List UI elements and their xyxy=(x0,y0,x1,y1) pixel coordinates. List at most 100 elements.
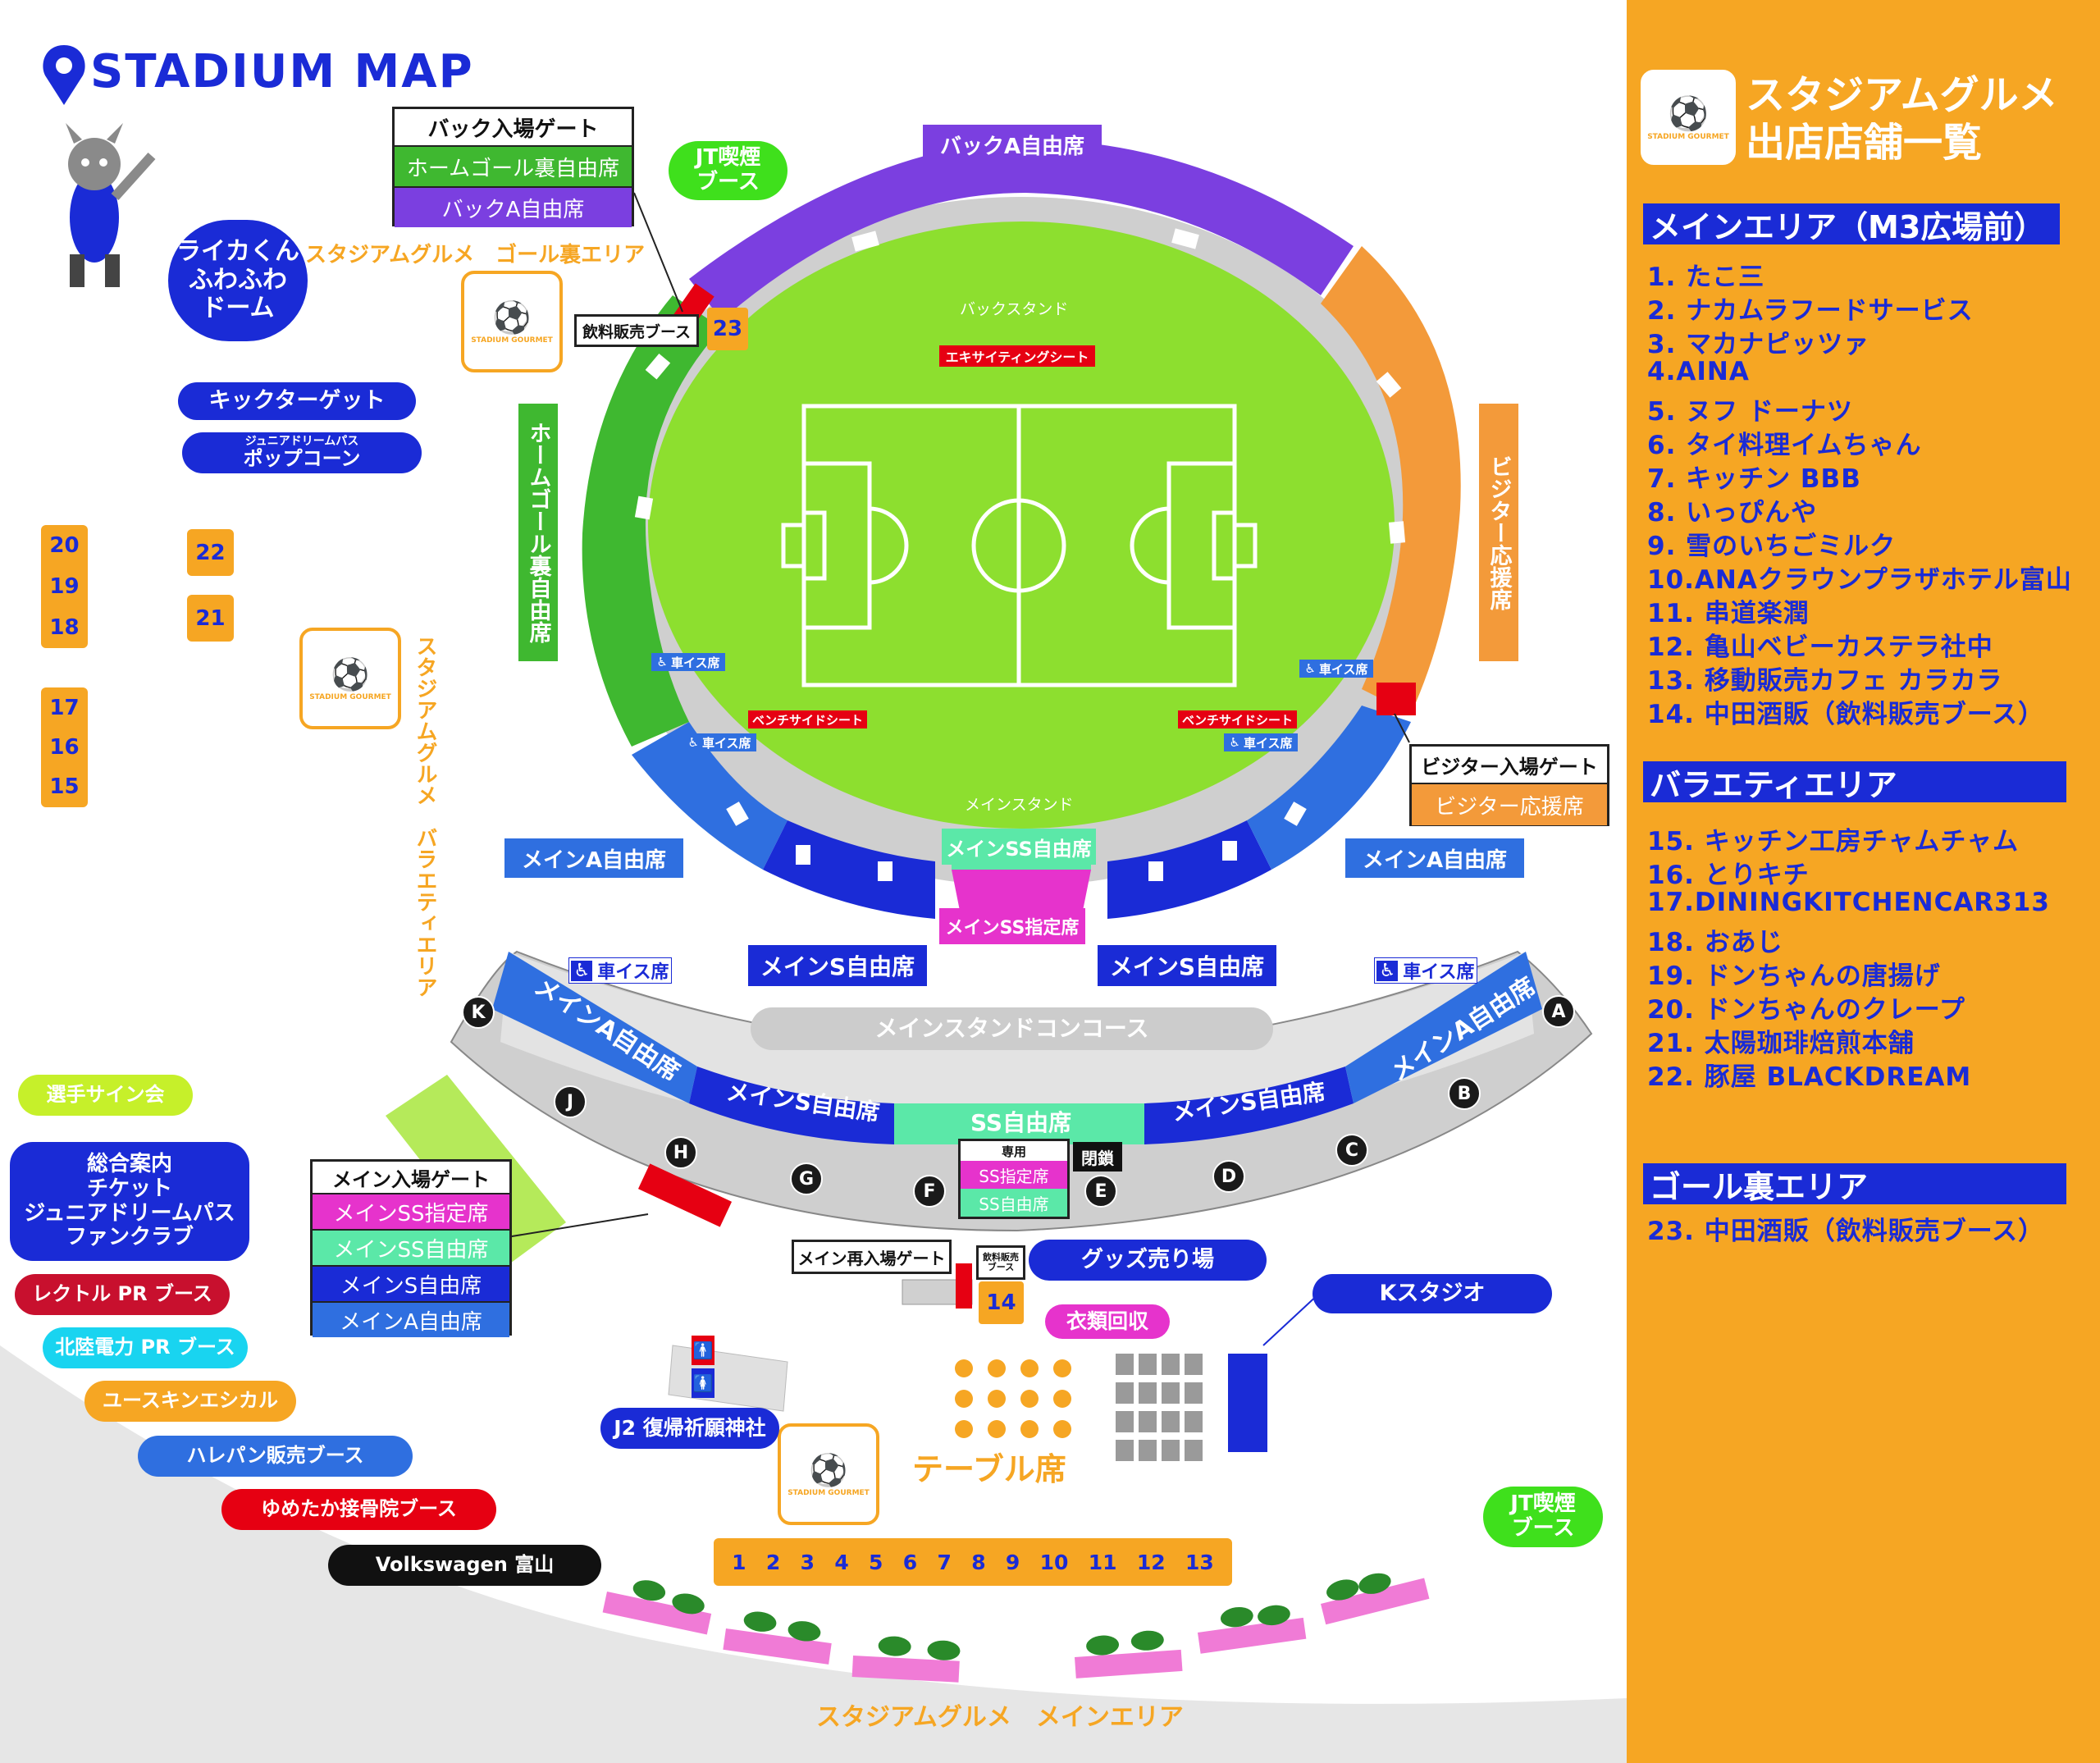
shop-item[interactable]: 10.ANAクラウンプラザホテル富山 xyxy=(1647,565,2072,595)
k-studio-stage xyxy=(1228,1354,1267,1452)
k-studio-label[interactable]: Kスタジオ xyxy=(1312,1274,1552,1313)
stall-6[interactable]: 6 xyxy=(902,1550,918,1574)
gate-d[interactable]: D xyxy=(1212,1160,1245,1193)
shop-item[interactable]: 19. ドンちゃんの唐揚げ xyxy=(1647,961,1941,991)
wheelchair-label: 車イス席 xyxy=(670,655,720,670)
clothes-collection-label[interactable]: 衣類回収 xyxy=(1045,1304,1170,1339)
player-signing-label[interactable]: 選手サイン会 xyxy=(18,1075,193,1116)
shop-item[interactable]: 13. 移動販売カフェ カラカラ xyxy=(1647,666,2003,696)
stall-15[interactable]: 15 xyxy=(41,766,88,807)
wheelchair-label: 車イス席 xyxy=(1403,962,1475,983)
gate-g[interactable]: G xyxy=(790,1162,823,1195)
shop-item[interactable]: 6. タイ料理イムちゃん xyxy=(1647,431,1922,460)
gate-b[interactable]: B xyxy=(1448,1077,1481,1110)
shop-item[interactable]: 11. 串道楽潤 xyxy=(1647,599,1810,628)
rectol-pr-label[interactable]: レクトル PR ブース xyxy=(15,1274,230,1315)
gate-h[interactable]: H xyxy=(664,1136,697,1169)
main-gate-title: メイン入場ゲート xyxy=(332,1167,490,1191)
info-ticket-label[interactable]: 総合案内 チケット ジュニアドリームパス ファンクラブ xyxy=(10,1142,249,1261)
back-gate-title: バック入場ゲート xyxy=(427,116,599,142)
gate-e[interactable]: E xyxy=(1084,1175,1117,1208)
yuskin-label[interactable]: ユースキンエシカル xyxy=(84,1381,296,1422)
stall-18[interactable]: 18 xyxy=(41,607,88,648)
table-dots xyxy=(955,1359,1071,1438)
stall-8[interactable]: 8 xyxy=(971,1550,986,1574)
jt-smoking-top[interactable]: JT喫煙 ブース xyxy=(669,141,788,200)
closed-label: 閉鎖 xyxy=(1073,1142,1122,1172)
stall-12[interactable]: 12 xyxy=(1136,1550,1166,1574)
kick-target-label[interactable]: キックターゲット xyxy=(178,382,416,420)
shop-item[interactable]: 7. キッチン BBB xyxy=(1647,464,1861,494)
shop-item[interactable]: 9. 雪のいちごミルク xyxy=(1647,532,1897,561)
drink-booth-back[interactable]: 飲料販売ブース xyxy=(574,314,699,347)
main-area-header: メインエリア（M3広場前） xyxy=(1643,203,2060,245)
wheelchair-seat-tag[interactable]: ♿車イス席 xyxy=(682,733,756,751)
shrine-label[interactable]: J2 復帰祈願神社 xyxy=(600,1408,779,1449)
stall-10[interactable]: 10 xyxy=(1039,1550,1069,1574)
shop-item[interactable]: 1. たこ三 xyxy=(1647,263,1765,292)
gate-f[interactable]: F xyxy=(913,1175,946,1208)
popcorn-label[interactable]: ジュニアドリームパス ポップコーン xyxy=(182,432,422,473)
back-gate-back-a: バックA自由席 xyxy=(395,186,632,227)
stall-14[interactable]: 14 xyxy=(979,1281,1024,1324)
stall-1[interactable]: 1 xyxy=(732,1550,746,1574)
gate-c[interactable]: C xyxy=(1335,1134,1368,1167)
wheelchair-seat-tag[interactable]: ♿車イス席 xyxy=(651,653,725,671)
shop-item[interactable]: 5. ヌフ ドーナツ xyxy=(1647,397,1853,427)
stall-22[interactable]: 22 xyxy=(187,529,234,576)
shop-item[interactable]: 4.AINA xyxy=(1647,357,1750,386)
stall-9[interactable]: 9 xyxy=(1005,1550,1020,1574)
gate-j[interactable]: J xyxy=(554,1085,587,1118)
shop-item[interactable]: 14. 中田酒販（飲料販売ブース） xyxy=(1647,700,2045,729)
shop-item[interactable]: 12. 亀山ベビーカステラ社中 xyxy=(1647,633,1993,662)
stall-23[interactable]: 23 xyxy=(707,308,748,350)
yumetaka-label[interactable]: ゆめたか接骨院ブース xyxy=(221,1489,496,1530)
shop-item[interactable]: 15. キッチン工房チャムチャム xyxy=(1647,827,2020,856)
stall-11[interactable]: 11 xyxy=(1088,1550,1117,1574)
main-stand-label: メインスタンド xyxy=(965,796,1074,814)
mascot-dome-label[interactable]: ライカくん ふわふわ ドーム xyxy=(168,220,308,341)
harepan-label[interactable]: ハレパン販売ブース xyxy=(138,1436,413,1477)
gate-a[interactable]: A xyxy=(1542,995,1575,1028)
shop-item[interactable]: 18. おあじ xyxy=(1647,928,1783,957)
stall-20[interactable]: 20 xyxy=(41,525,88,566)
stall-21[interactable]: 21 xyxy=(187,595,234,642)
fork-knife-icon: ⚽ xyxy=(809,1451,848,1488)
shop-item[interactable]: 22. 豚屋 BLACKDREAM xyxy=(1647,1062,1972,1092)
stall-17[interactable]: 17 xyxy=(41,687,88,728)
bench-side-seat-right: ベンチサイドシート xyxy=(1178,710,1297,728)
shop-item[interactable]: 17.DININGKITCHENCAR313 xyxy=(1647,888,2050,917)
jt-smoking-bottom[interactable]: JT喫煙 ブース xyxy=(1483,1487,1603,1547)
shop-item[interactable]: 16. とりキチ xyxy=(1647,861,1810,890)
fork-knife-icon: ⚽ xyxy=(1668,94,1709,133)
stall-3[interactable]: 3 xyxy=(800,1550,815,1574)
shop-item[interactable]: 8. いっぴんや xyxy=(1647,498,1818,528)
stall-13[interactable]: 13 xyxy=(1185,1550,1214,1574)
food-truck-tables xyxy=(602,1573,1430,1683)
shop-item[interactable]: 23. 中田酒販（飲料販売ブース） xyxy=(1647,1217,2045,1246)
shop-item[interactable]: 21. 太陽珈琲焙煎本舗 xyxy=(1647,1029,1915,1058)
stall-5[interactable]: 5 xyxy=(869,1550,883,1574)
stall-19[interactable]: 19 xyxy=(41,566,88,607)
volkswagen-label[interactable]: Volkswagen 富山 xyxy=(328,1545,601,1586)
goods-shop-label[interactable]: グッズ売り場 xyxy=(1029,1240,1267,1281)
stall-7[interactable]: 7 xyxy=(937,1550,952,1574)
shop-item[interactable]: 20. ドンちゃんのクレープ xyxy=(1647,995,1965,1025)
wheelchair-seat-tag[interactable]: ♿車イス席 xyxy=(1374,957,1477,984)
popcorn-subtitle: ジュニアドリームパス xyxy=(244,435,359,449)
shop-item[interactable]: 2. ナカムラフードサービス xyxy=(1647,296,1974,326)
shop-item[interactable]: 3. マカナピッツァ xyxy=(1647,330,1870,359)
variety-area-header: バラエティエリア xyxy=(1643,761,2066,803)
wheelchair-seat-tag[interactable]: ♿車イス席 xyxy=(1299,660,1373,678)
wheelchair-seat-tag[interactable]: ♿車イス席 xyxy=(568,957,672,984)
badge-text: STADIUM GOURMET xyxy=(309,692,391,701)
main-s-free-left: メインS自由席 xyxy=(748,945,927,986)
stall-16[interactable]: 16 xyxy=(41,727,88,768)
wheelchair-seat-tag[interactable]: ♿車イス席 xyxy=(1224,733,1298,751)
stall-2[interactable]: 2 xyxy=(765,1550,781,1574)
stall-4[interactable]: 4 xyxy=(834,1550,849,1574)
gourmet-badge-main: ⚽ STADIUM GOURMET xyxy=(778,1423,879,1525)
drink-booth-main[interactable]: 飲料販売 ブース xyxy=(976,1245,1025,1280)
hokuriku-pr-label[interactable]: 北陸電力 PR ブース xyxy=(43,1327,248,1368)
gate-k[interactable]: K xyxy=(462,996,495,1029)
